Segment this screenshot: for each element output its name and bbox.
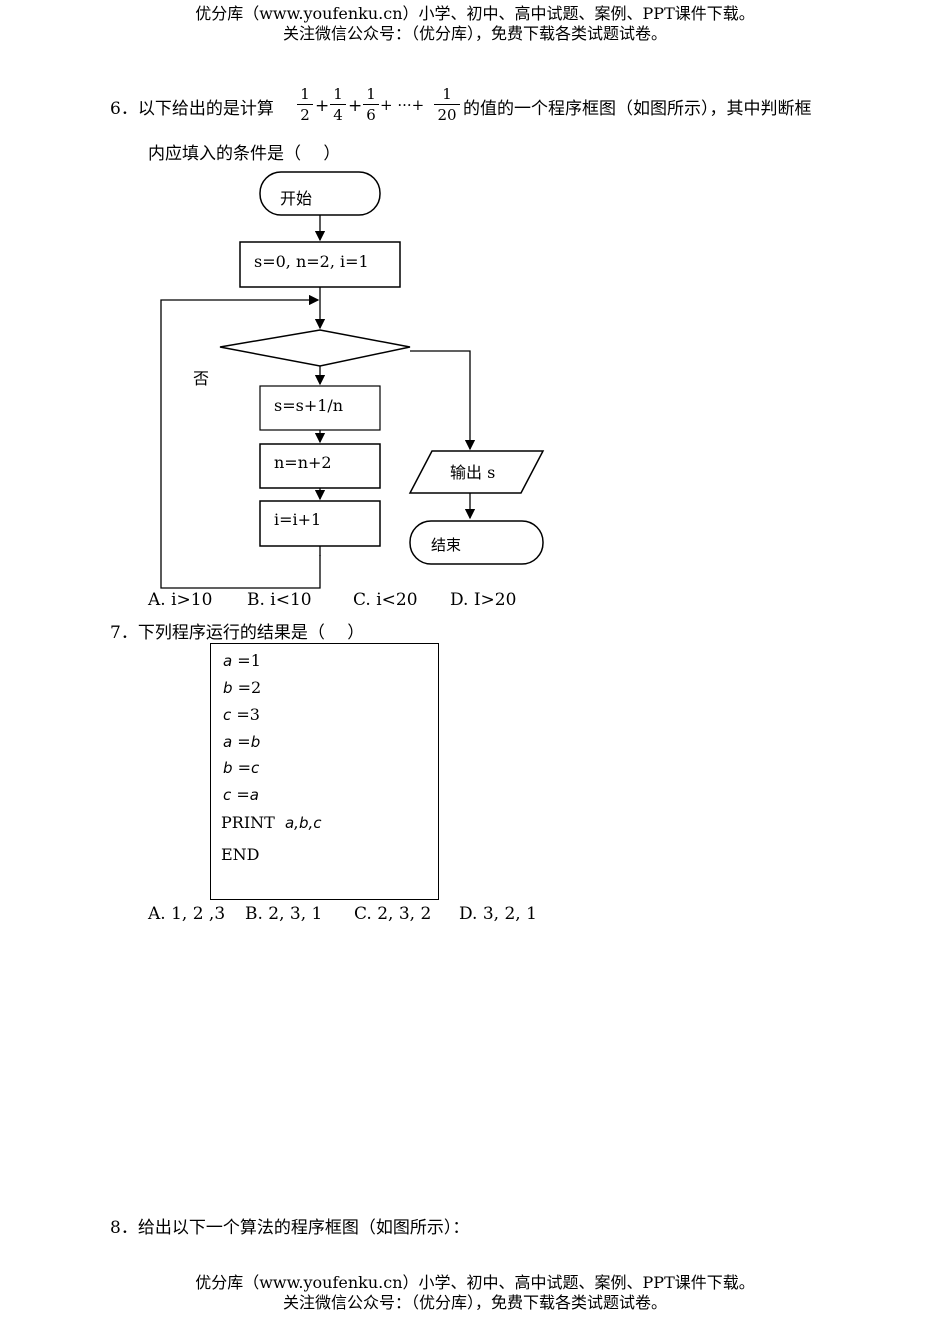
code-line-1: a =1 <box>223 651 261 670</box>
no-label: 否 <box>193 369 210 388</box>
decision-diamond-shape <box>219 329 411 367</box>
code-line-end: END <box>221 845 260 864</box>
q6-plus-2: + <box>348 96 363 116</box>
end-label: 结束 <box>431 536 462 554</box>
output-label: 输出 s <box>450 463 496 482</box>
q6-option-b: B. i<10 <box>247 590 312 610</box>
header-line-1: 优分库（www.youfenku.cn）小学、初中、高中试题、案例、PPT课件下… <box>195 4 755 23</box>
code-line-5: b =c <box>223 758 260 777</box>
q6-option-c: C. i<20 <box>353 590 418 610</box>
step3-label: i=i+1 <box>274 510 322 529</box>
q7-option-a: A. 1, 2 ,3 <box>148 904 226 924</box>
output-parallelogram-shape <box>408 450 545 494</box>
header-line-2: 关注微信公众号：（优分库），免费下载各类试题试卷。 <box>282 24 667 43</box>
q7-option-d: D. 3, 2, 1 <box>459 904 537 924</box>
step2-label: n=n+2 <box>274 453 332 472</box>
q7-code-box <box>210 643 439 900</box>
q7-option-b: B. 2, 3, 1 <box>245 904 323 924</box>
start-label: 开始 <box>280 189 313 208</box>
q6-prefix: 6．以下给出的是计算 <box>110 99 274 119</box>
code-line-4: a =b <box>223 732 261 751</box>
step1-label: s=s+1/n <box>274 396 344 415</box>
code-line-6: c =a <box>223 785 259 804</box>
q6-option-a: A. i>10 <box>148 590 213 610</box>
q7-stem: 7．下列程序运行的结果是（ ） <box>110 623 365 643</box>
q6-suffix: 的值的一个程序框图（如图所示），其中判断框 <box>463 99 812 119</box>
q8-stem: 8．给出以下一个算法的程序框图（如图所示）： <box>110 1218 470 1238</box>
code-line-2: b =2 <box>223 678 262 697</box>
q6-dots: + ···+ <box>380 96 425 114</box>
footer-line-1: 优分库（www.youfenku.cn）小学、初中、高中试题、案例、PPT课件下… <box>195 1273 755 1292</box>
footer-line-2: 关注微信公众号：（优分库），免费下载各类试题试卷。 <box>282 1293 667 1312</box>
q6-option-d: D. I>20 <box>450 590 517 610</box>
code-line-print: PRINT a,b,c <box>221 813 322 832</box>
end-terminal-shape <box>409 520 544 565</box>
q6-plus-1: + <box>315 96 330 116</box>
q7-option-c: C. 2, 3, 2 <box>354 904 432 924</box>
code-line-3: c =3 <box>223 705 260 724</box>
start-terminal-shape <box>259 171 381 216</box>
init-label: s=0, n=2, i=1 <box>254 252 369 271</box>
q6-line-2: 内应填入的条件是（ ） <box>148 144 341 164</box>
